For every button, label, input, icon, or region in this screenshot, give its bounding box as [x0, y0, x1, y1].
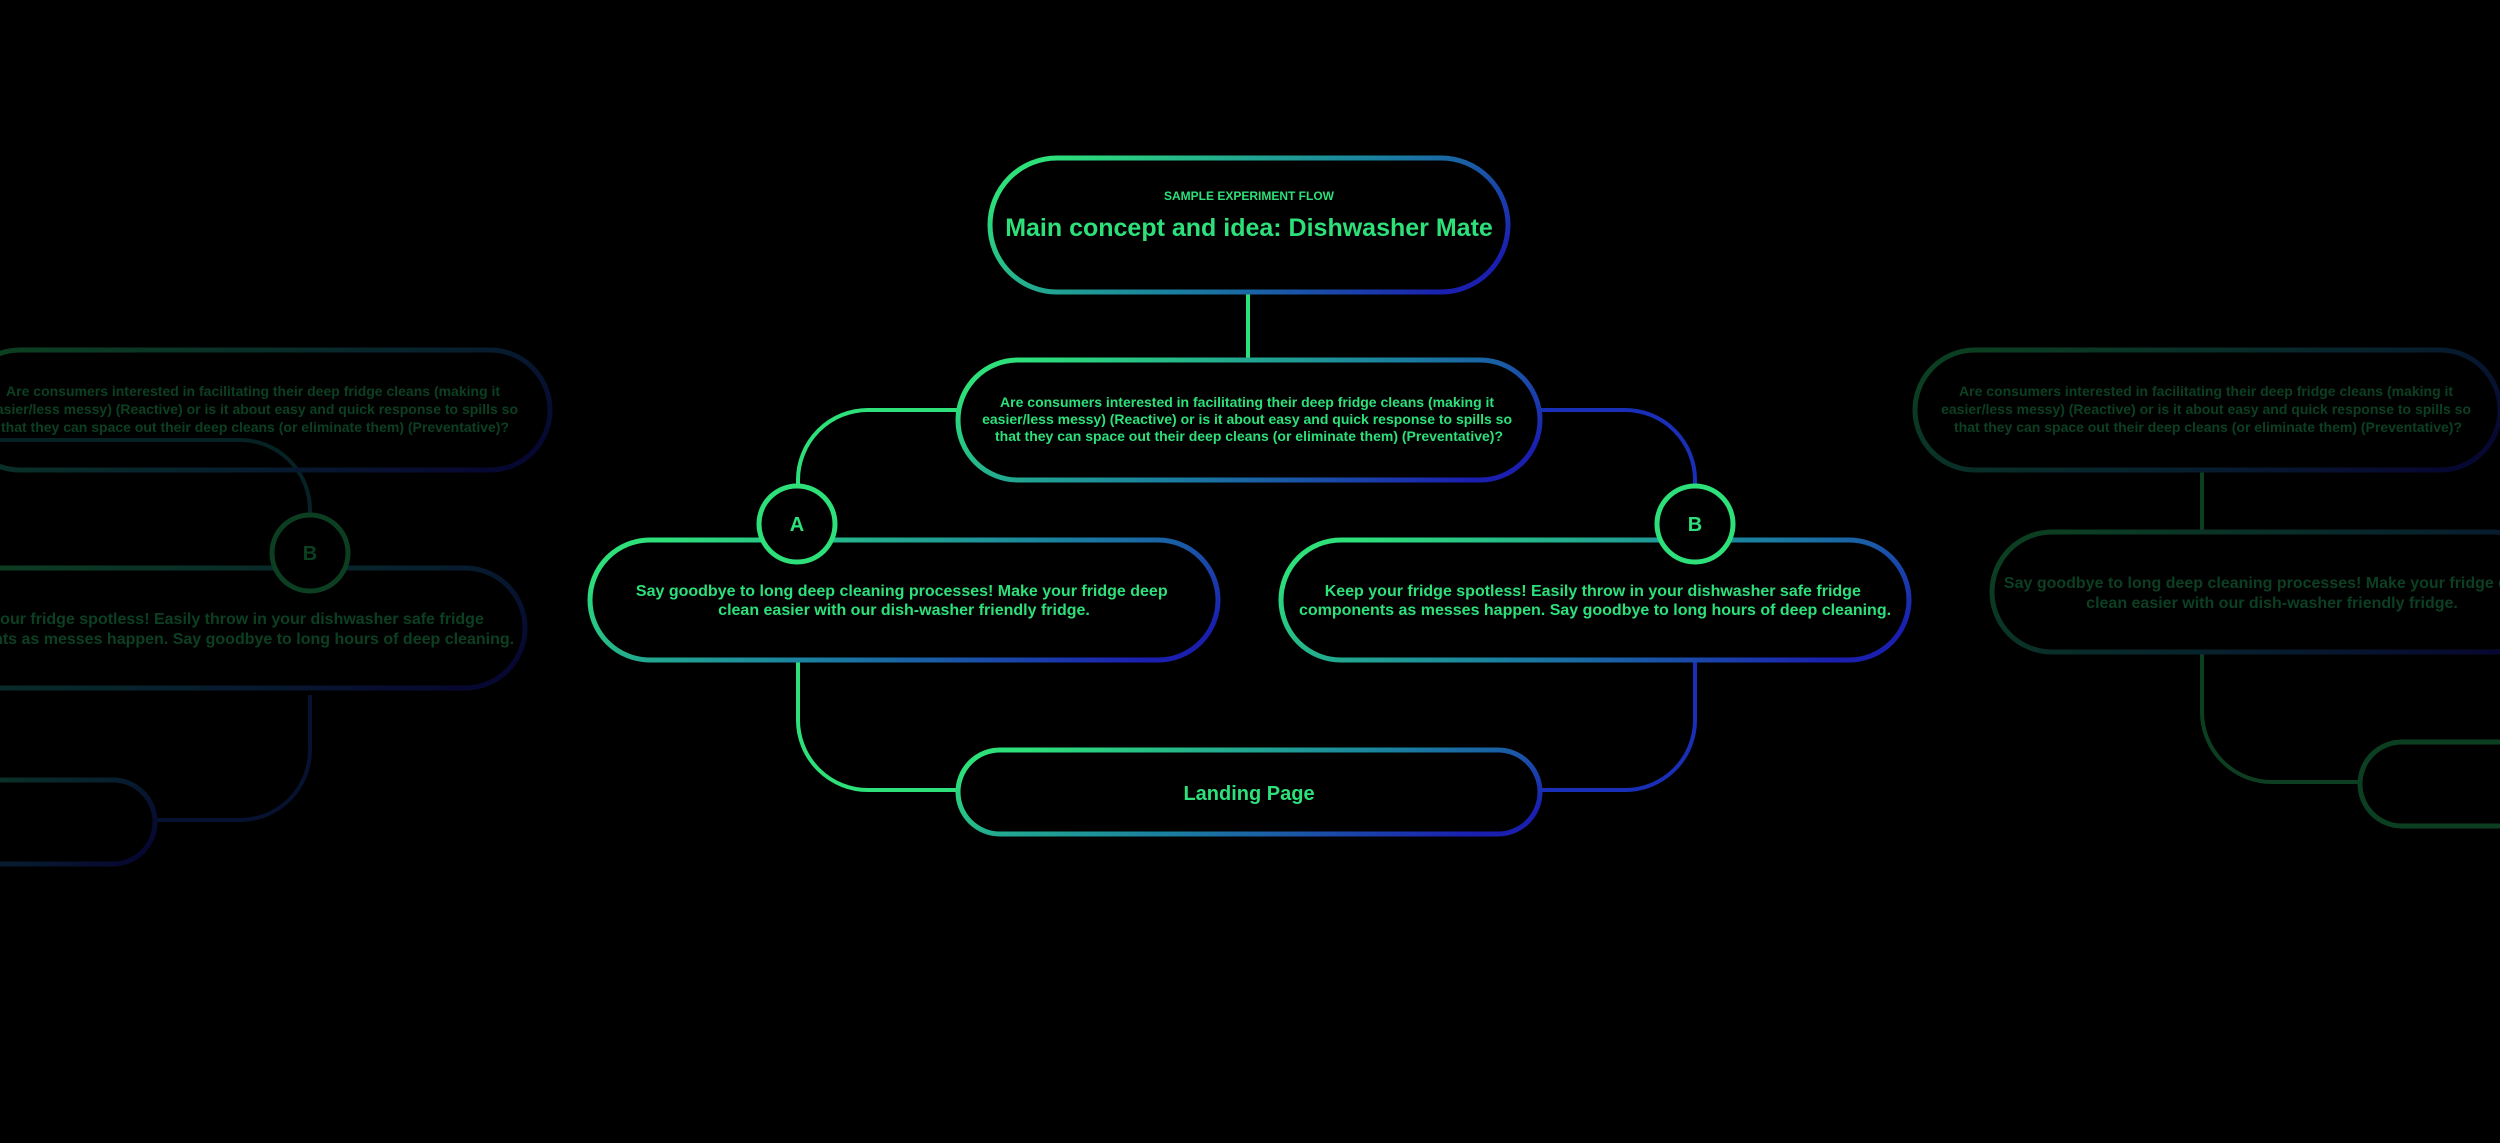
badge-b — [1654, 483, 1736, 565]
option-a-node — [587, 537, 1221, 663]
main-title: Main concept and idea: Dishwasher Mate — [1005, 214, 1493, 242]
ghost-left-question-line: that they can space out their deep clean… — [1, 419, 509, 435]
ghost-right-question-line: easier/less messy) (Reactive) or is it a… — [1941, 401, 2471, 417]
ghost-left-connector-a — [0, 438, 312, 545]
ghost-left-option-b-node — [0, 565, 528, 691]
ghost-right-question-line: Are consumers interested in facilitating… — [1959, 383, 2453, 399]
question-node — [955, 357, 1543, 483]
ghost-right-connector-landing — [2200, 652, 2360, 784]
option-a-line: clean easier with our dish-washer friend… — [718, 602, 1090, 619]
ghost-right-question-node — [1912, 347, 2500, 473]
question-line: that they can space out their deep clean… — [995, 428, 1503, 444]
connector-a-to-landing — [796, 658, 958, 792]
svg-text:Are consumers interested in fa: Are consumers interested in facilitating… — [1941, 383, 2475, 435]
main-connectors — [796, 292, 1697, 792]
svg-text:Are consumers interested in fa: Are consumers interested in facilitating… — [0, 383, 522, 435]
ghost-right-option-a-line: Say goodbye to long deep cleaning proces… — [2004, 575, 2500, 592]
ghost-right-option-a-node — [1989, 529, 2500, 655]
ghost-right-question-line: that they can space out their deep clean… — [1954, 419, 2462, 435]
question-line: easier/less messy) (Reactive) or is it a… — [982, 411, 1512, 427]
ghost-left-badge-b — [269, 512, 351, 594]
option-b-node — [1278, 537, 1912, 663]
badge-a-label: A — [790, 514, 804, 536]
eyebrow-label: SAMPLE EXPERIMENT FLOW — [1164, 189, 1335, 203]
ghost-left-connector-landing — [155, 695, 312, 822]
option-a-line: Say goodbye to long deep cleaning proces… — [636, 583, 1168, 600]
svg-text:Are consumers interested in fa: Are consumers interested in facilitating… — [982, 394, 1516, 444]
ghost-flow-right: Are consumers interested in facilitating… — [1912, 347, 2500, 829]
svg-text:Keep your fridge spotless! Eas: Keep your fridge spotless! Easily throw … — [1299, 583, 1891, 619]
ghost-left-option-b-line: Keep your fridge spotless! Easily throw … — [0, 611, 484, 628]
ghost-left-question-node — [0, 347, 553, 473]
ghost-left-landing-node — [0, 777, 158, 867]
ghost-left-question-line: easier/less messy) (Reactive) or is it a… — [0, 401, 518, 417]
connector-question-to-b — [1540, 408, 1697, 487]
ghost-left-option-b-line: components as messes happen. Say goodbye… — [0, 631, 514, 648]
ghost-right-option-a-line: clean easier with our dish-washer friend… — [2086, 595, 2458, 612]
connector-question-to-a — [796, 408, 958, 487]
badge-a — [756, 483, 838, 565]
landing-page-node — [955, 747, 1543, 837]
svg-text:Keep your fridge spotless! Eas: Keep your fridge spotless! Easily throw … — [0, 611, 514, 648]
ghost-left-question-line: Are consumers interested in facilitating… — [6, 383, 500, 399]
badge-b-label: B — [1688, 514, 1702, 536]
title-node — [987, 155, 1511, 295]
svg-text:Say goodbye to long deep clean: Say goodbye to long deep cleaning proces… — [2004, 575, 2500, 612]
option-b-line: Keep your fridge spotless! Easily throw … — [1325, 583, 1861, 600]
svg-text:Say goodbye to long deep clean: Say goodbye to long deep cleaning proces… — [636, 583, 1172, 619]
ghost-right-landing-node — [2357, 739, 2500, 829]
option-b-line: components as messes happen. Say goodbye… — [1299, 602, 1891, 619]
ghost-flow-left: Are consumers interested in facilitating… — [0, 347, 553, 867]
connector-b-to-landing — [1540, 658, 1697, 792]
landing-page-label: Landing Page — [1183, 783, 1314, 805]
question-line: Are consumers interested in facilitating… — [1000, 394, 1494, 410]
ghost-left-badge-b-label: B — [303, 543, 317, 565]
